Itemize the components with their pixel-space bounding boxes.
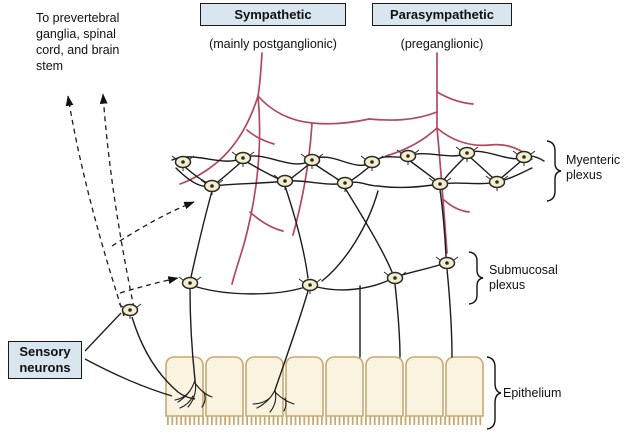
myenteric-neuron <box>512 150 536 167</box>
braces <box>468 140 562 430</box>
dashed-branch-to-submucosal <box>119 276 179 294</box>
myenteric-neuron <box>333 176 357 193</box>
myenteric-network <box>171 150 545 282</box>
prevertebral-label: To prevertebral ganglia, spinal cord, an… <box>36 11 120 73</box>
submucosal-plexus-label: Submucosal plexus <box>489 263 558 292</box>
parasympathetic-fibers <box>368 52 533 254</box>
sensory-neuron-process <box>131 316 196 400</box>
sensory-neurons-label-box: Sensory neurons <box>8 341 82 379</box>
afferent-dashed-path-2 <box>99 93 135 309</box>
myenteric-neuron <box>455 146 479 163</box>
parasympathetic-label-box: Parasympathetic <box>372 3 512 26</box>
epithelium-brace <box>486 356 502 430</box>
myenteric-neuron <box>171 155 195 172</box>
submucosal-brace <box>468 251 484 305</box>
submucosal-neuron <box>383 271 407 288</box>
myenteric-plexus-label: Myenteric plexus <box>566 153 621 182</box>
sensory-box-pointer-1 <box>84 312 122 352</box>
epithelium-nerve-endings <box>174 379 295 413</box>
myenteric-neuron <box>396 149 420 166</box>
submucosal-neuron <box>178 276 202 293</box>
myenteric-neuron <box>200 179 224 196</box>
epithelium-label: Epithelium <box>503 386 562 400</box>
submucosal-neuron <box>298 278 322 295</box>
sympathetic-note: (mainly postganglionic) <box>209 37 337 51</box>
myenteric-neuron <box>273 174 297 191</box>
myenteric-brace <box>546 140 562 202</box>
sensory-pathways <box>65 93 196 400</box>
sensory-box-pointer-2 <box>84 358 173 397</box>
afferent-dashed-path-1 <box>65 95 125 317</box>
sympathetic-fibers <box>179 52 370 285</box>
submucosal-neuron <box>435 256 459 273</box>
submucosal-network <box>189 264 453 391</box>
dashed-branch-to-myenteric <box>111 201 195 247</box>
epithelium-cells <box>165 356 484 417</box>
myenteric-neuron <box>428 177 452 194</box>
myenteric-neuron <box>360 155 384 172</box>
myenteric-neuron <box>485 175 509 192</box>
parasympathetic-note: (preganglionic) <box>400 37 484 51</box>
sensory-neuron <box>118 303 142 320</box>
sympathetic-label-box: Sympathetic <box>200 3 346 26</box>
